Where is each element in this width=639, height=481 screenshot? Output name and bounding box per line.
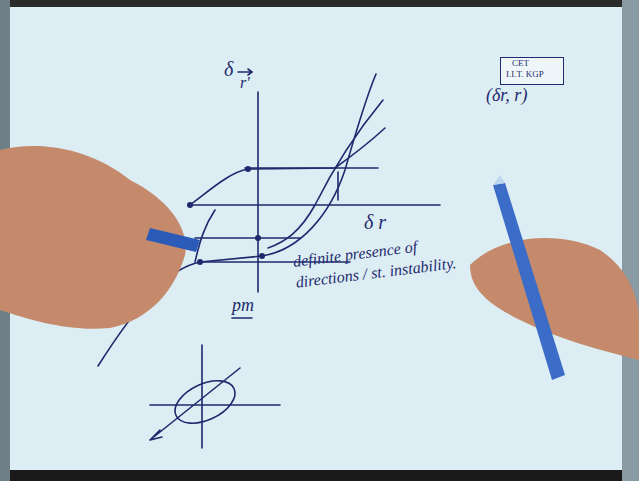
- axis-label: r': [240, 74, 250, 92]
- logo-text: CET: [512, 59, 529, 69]
- note-label: pm: [232, 296, 254, 316]
- logo-text: I.I.T. KGP: [506, 70, 544, 80]
- axis-label: δ r: [364, 211, 386, 233]
- axis-label: δ: [224, 58, 233, 80]
- coordinate-label: (δr, r): [486, 86, 527, 106]
